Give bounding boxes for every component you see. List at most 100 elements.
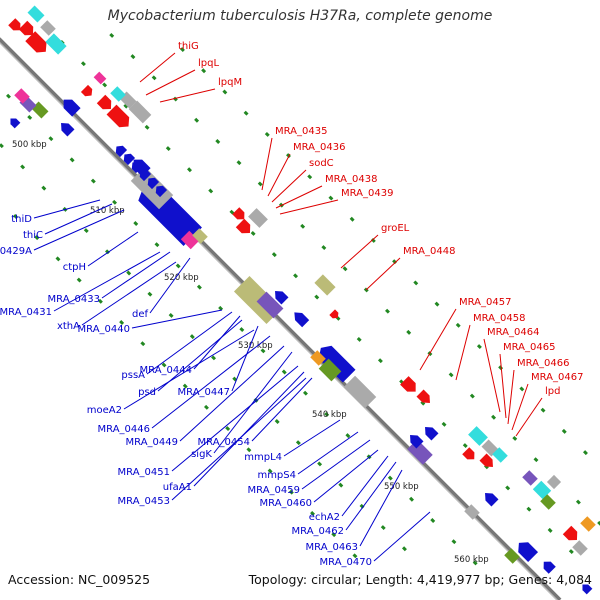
scale-label: 500 kbp: [12, 140, 47, 150]
forward-gene-label: MRA_0464: [487, 327, 539, 338]
track-tick: [119, 320, 125, 325]
track-tick: [286, 153, 291, 159]
track-tick: [130, 54, 136, 60]
reverse-gene-label: thiC: [23, 230, 43, 241]
track-tick: [215, 139, 221, 144]
accession-label: Accession: NC_009525: [8, 572, 151, 587]
label-leader: [515, 397, 543, 437]
track-tick: [165, 146, 171, 152]
label-leader: [341, 455, 389, 517]
gene-arrow: [540, 494, 556, 510]
track-tick: [462, 443, 468, 448]
track-tick: [123, 103, 129, 109]
track-tick: [20, 164, 26, 170]
track-tick: [317, 461, 323, 467]
reverse-gene-label: MRA_0463: [306, 542, 358, 553]
gene-arrow: [546, 474, 562, 490]
track-tick: [80, 61, 86, 67]
forward-gene-label: MRA_0438: [325, 174, 377, 185]
track-tick: [288, 489, 294, 495]
track-tick: [140, 341, 146, 347]
gene-arrow: [582, 584, 593, 595]
track-tick: [239, 327, 245, 333]
label-leader: [261, 137, 273, 191]
label-leader: [313, 449, 379, 503]
reverse-gene-label: ufaA1: [163, 482, 192, 493]
track-tick: [151, 75, 157, 81]
gene-arrow: [481, 439, 499, 457]
reverse-gene-label: MRA_0459: [248, 485, 300, 496]
reverse-gene-label: mmpL4: [244, 452, 282, 463]
gene-arrow: [155, 185, 168, 198]
gene-arrow: [543, 561, 556, 574]
scale-label: 560 kbp: [454, 555, 489, 565]
gene-arrow: [45, 33, 67, 55]
reverse-gene-label: MRA_0446: [98, 424, 150, 435]
track-tick: [109, 32, 115, 38]
label-leader: [145, 69, 196, 96]
label-leader: [193, 315, 241, 370]
track-tick: [310, 510, 315, 516]
scale-label: 540 kbp: [312, 410, 347, 420]
gene-arrow: [123, 153, 136, 166]
gene-arrow: [128, 100, 152, 124]
label-leader: [231, 325, 259, 392]
reverse-gene-label: ctpH: [63, 262, 86, 273]
track-tick: [345, 433, 351, 439]
track-tick: [547, 527, 553, 533]
label-leader: [455, 324, 471, 381]
forward-gene-label: MRA_0457: [459, 297, 511, 308]
track-tick: [293, 273, 299, 279]
label-leader: [507, 369, 515, 425]
track-tick: [154, 242, 160, 248]
track-tick: [179, 47, 185, 53]
gene-arrow: [310, 350, 326, 366]
scale-label: 520 kbp: [164, 273, 199, 283]
forward-gene-label: thiG: [178, 41, 199, 52]
reverse-gene-label: psd: [138, 387, 156, 398]
track-tick: [540, 407, 546, 413]
gene-arrow: [572, 540, 588, 556]
track-tick: [97, 298, 103, 304]
label-leader: [44, 203, 113, 235]
track-tick: [568, 549, 574, 555]
gene-arrow: [147, 177, 160, 190]
track-tick: [441, 421, 447, 427]
track-tick: [303, 390, 308, 396]
label-leader: [193, 371, 305, 487]
track-tick: [208, 188, 214, 194]
forward-gene-label: MRA_0439: [341, 188, 393, 199]
track-tick: [472, 560, 478, 566]
label-leader: [275, 185, 323, 209]
gene-arrow: [139, 169, 152, 182]
track-tick: [380, 525, 386, 531]
track-tick: [229, 209, 235, 215]
scale-label: 510 kbp: [90, 206, 125, 216]
label-leader: [499, 353, 507, 419]
track-tick: [175, 263, 181, 269]
track-tick: [307, 174, 313, 180]
track-tick: [300, 223, 306, 229]
label-leader: [340, 234, 379, 269]
track-tick: [232, 376, 238, 382]
reverse-gene-label: def: [132, 309, 149, 320]
track-tick: [218, 305, 224, 311]
track-tick: [90, 178, 96, 184]
track-tick: [264, 131, 270, 137]
label-leader: [159, 88, 216, 103]
track-tick: [225, 426, 231, 432]
forward-gene-label: MRA_0467: [531, 372, 583, 383]
label-leader: [81, 261, 177, 326]
track-tick: [201, 68, 207, 74]
track-tick: [144, 124, 150, 130]
track-tick: [6, 93, 11, 99]
reverse-gene-label: MRA_0449: [126, 437, 178, 448]
gene-arrow: [25, 31, 47, 53]
track-tick: [267, 468, 273, 474]
gene-arrow: [180, 230, 200, 250]
label-leader: [279, 199, 339, 215]
track-tick: [196, 284, 202, 290]
page-title: Mycobacterium tuberculosis H37Ra, comple…: [107, 8, 493, 24]
label-leader: [171, 365, 299, 472]
forward-gene-label: groEL: [381, 223, 410, 234]
